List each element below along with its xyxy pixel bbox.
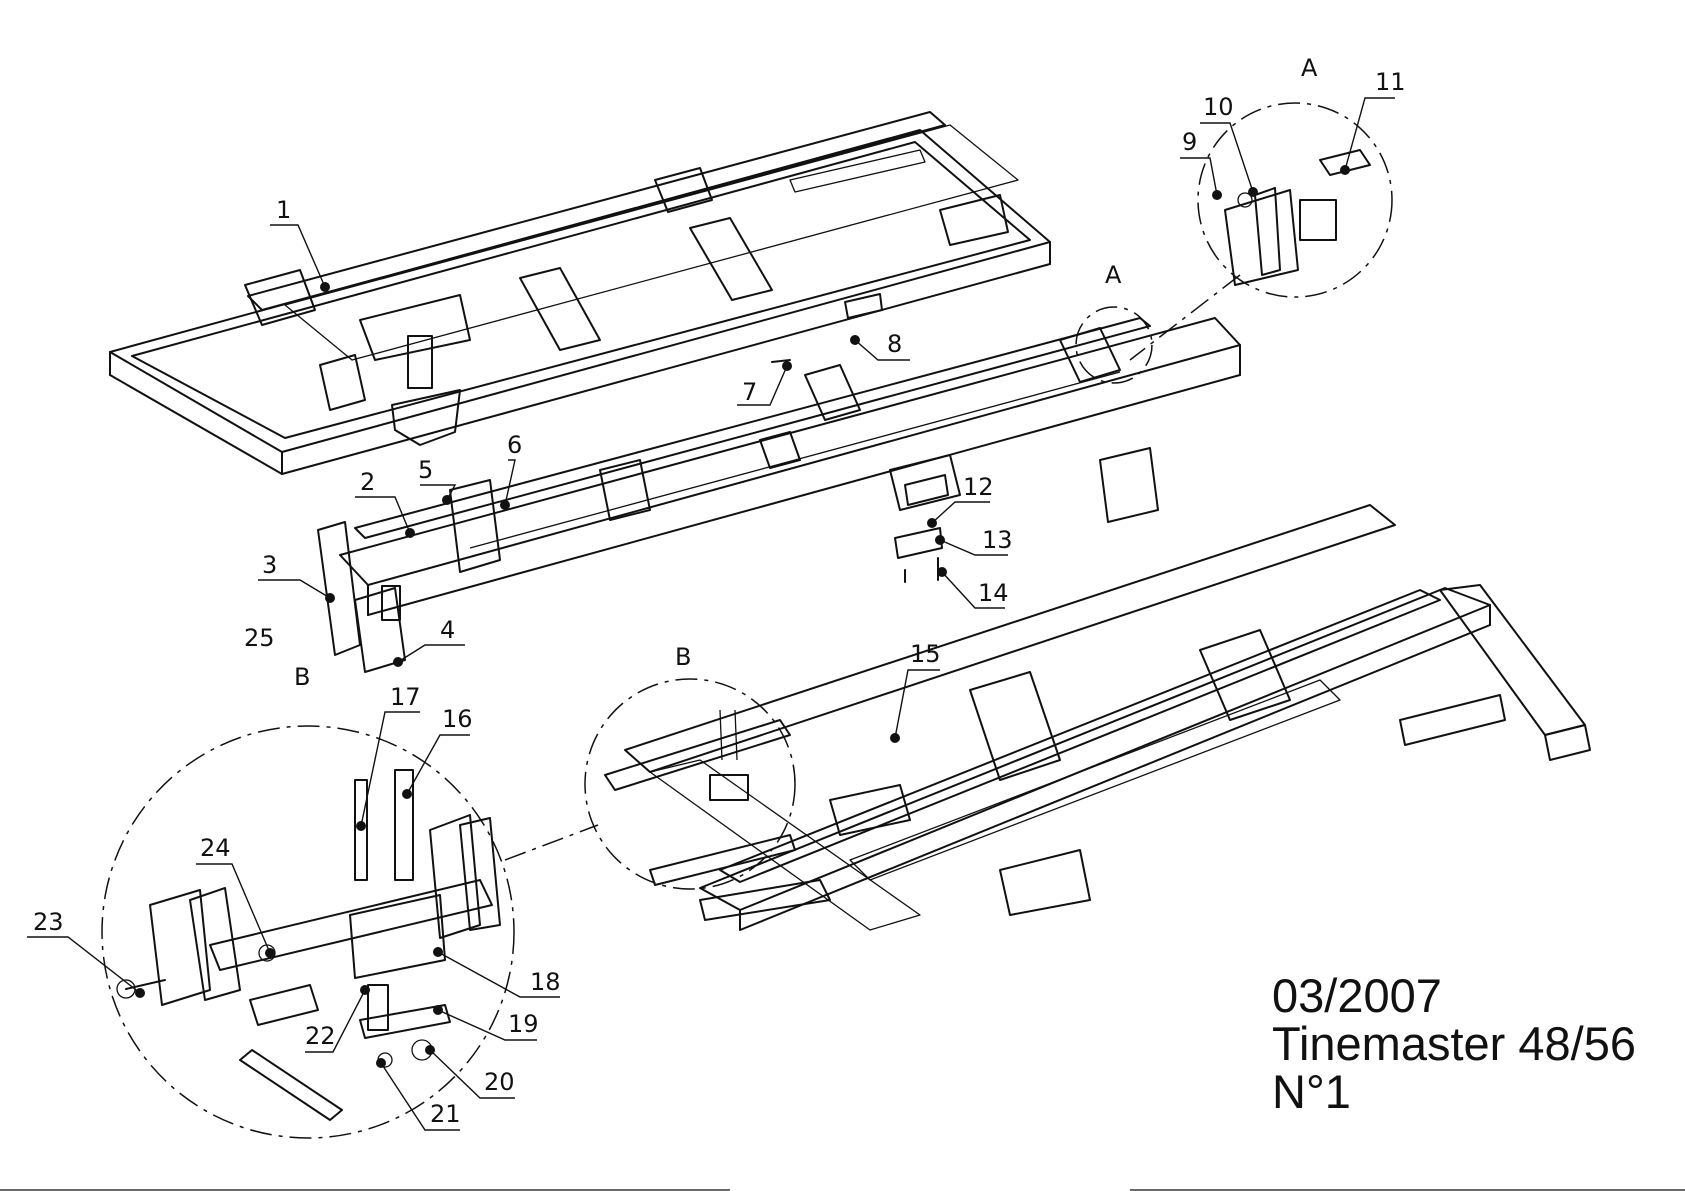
frame-part-1 <box>110 112 1050 474</box>
detail-label-a-frame: A <box>1105 261 1122 289</box>
detail-view-b-large <box>102 726 598 1138</box>
frame-part-15 <box>625 505 1590 930</box>
title-block: 03/2007 Tinemaster 48/56 N°1 <box>1272 972 1636 1116</box>
callout-8: 8 <box>887 330 902 358</box>
detail-label-b-large: B <box>294 663 310 691</box>
callout-9: 9 <box>1182 128 1197 156</box>
sheet-number: N°1 <box>1272 1068 1636 1116</box>
callout-18: 18 <box>530 968 561 996</box>
callout-labels: 1 2 3 4 5 6 7 8 9 10 11 12 13 14 15 16 1… <box>33 68 1406 1128</box>
detail-letters: A A B B <box>294 54 1318 691</box>
callout-25: 25 <box>244 624 275 652</box>
callout-17: 17 <box>390 683 421 711</box>
callout-7: 7 <box>742 378 757 406</box>
callout-13: 13 <box>982 526 1013 554</box>
callout-16: 16 <box>442 705 473 733</box>
detail-label-b-small: B <box>675 643 691 671</box>
callout-11: 11 <box>1375 68 1406 96</box>
callout-6: 6 <box>507 431 522 459</box>
callout-12: 12 <box>963 473 994 501</box>
callout-3: 3 <box>262 551 277 579</box>
callout-leaders <box>27 98 1395 1130</box>
callout-14: 14 <box>978 579 1009 607</box>
hardware-parts <box>772 294 948 582</box>
callout-20: 20 <box>484 1068 515 1096</box>
callout-23: 23 <box>33 908 64 936</box>
frame-part-2 <box>318 318 1240 672</box>
model-name: Tinemaster 48/56 <box>1272 1020 1636 1068</box>
callout-10: 10 <box>1203 93 1234 121</box>
callout-1: 1 <box>276 196 291 224</box>
callout-22: 22 <box>305 1022 336 1050</box>
detail-view-a <box>1076 103 1392 383</box>
callout-2: 2 <box>360 468 375 496</box>
callout-5: 5 <box>418 456 433 484</box>
callout-19: 19 <box>508 1010 539 1038</box>
callout-15: 15 <box>910 640 941 668</box>
callout-24: 24 <box>200 834 231 862</box>
detail-label-a-top: A <box>1301 54 1318 82</box>
callout-4: 4 <box>440 616 455 644</box>
detail-view-b-small <box>585 679 795 889</box>
callout-21: 21 <box>430 1100 461 1128</box>
drawing-date: 03/2007 <box>1272 972 1636 1020</box>
